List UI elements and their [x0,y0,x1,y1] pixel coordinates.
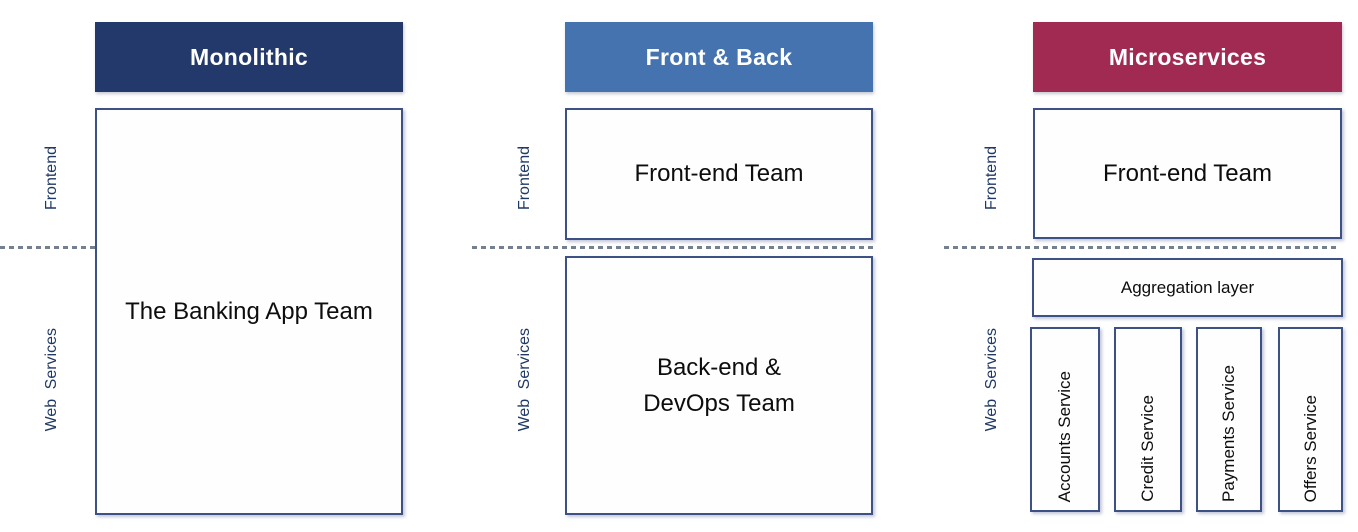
header-front-and-back-label: Front & Back [645,43,793,70]
offers-service-label: Offers Service [1300,394,1320,502]
frontend-team-label: Front-end Team [634,160,804,187]
web-services-side-label-microservices: Web Services [970,322,1014,438]
backend-devops-line1: Back-end & [656,353,782,381]
frontend-side-label-text: Frontend [516,145,533,211]
payments-service-label: Payments Service [1219,365,1238,502]
header-monolithic-label: Monolithic [190,43,308,70]
backend-devops-team-label: Back-end & DevOps Team [643,350,795,422]
box-aggregation-layer: Aggregation layer [1032,258,1343,317]
frontend-side-label-monolithic: Frontend [30,128,74,228]
credit-service-label: Credit Service [1138,395,1157,502]
frontend-side-label-text: Frontend [43,145,60,211]
box-credit-service: Credit Service [1114,327,1182,512]
frontend-team-label: Front-end Team [1103,159,1272,187]
frontend-webservices-divider-left [0,246,95,249]
accounts-service-label: Accounts Service [1055,370,1074,502]
box-banking-app-team: The Banking App Team [95,108,403,515]
box-payments-service: Payments Service [1196,327,1262,512]
header-front-and-back: Front & Back [565,22,873,92]
frontend-side-label-text: Frontend [983,145,1000,211]
box-offers-service: Offers Service [1278,327,1343,512]
header-microservices: Microservices [1033,22,1342,92]
banking-app-team-label: The Banking App Team [125,297,373,325]
box-frontend-team-microservices: Front-end Team [1033,108,1342,239]
frontend-webservices-divider-right [944,246,1340,249]
web-services-side-label-text: Web Services [983,328,1000,432]
box-accounts-service: Accounts Service [1030,327,1100,512]
box-frontend-team-front-back: Front-end Team [565,108,873,240]
box-backend-devops-team: Back-end & DevOps Team [565,256,873,515]
header-monolithic: Monolithic [95,22,403,92]
aggregation-layer-label: Aggregation layer [1120,277,1255,297]
web-services-side-label-monolithic: Web Services [30,322,74,438]
frontend-side-label-microservices: Frontend [970,128,1014,228]
backend-devops-line2: DevOps Team [643,389,795,417]
frontend-side-label-front-back: Frontend [503,128,547,228]
frontend-webservices-divider-middle [472,246,875,249]
web-services-side-label-text: Web Services [516,328,533,432]
web-services-side-label-front-back: Web Services [503,322,547,438]
web-services-side-label-text: Web Services [43,328,60,432]
header-microservices-label: Microservices [1108,43,1267,70]
